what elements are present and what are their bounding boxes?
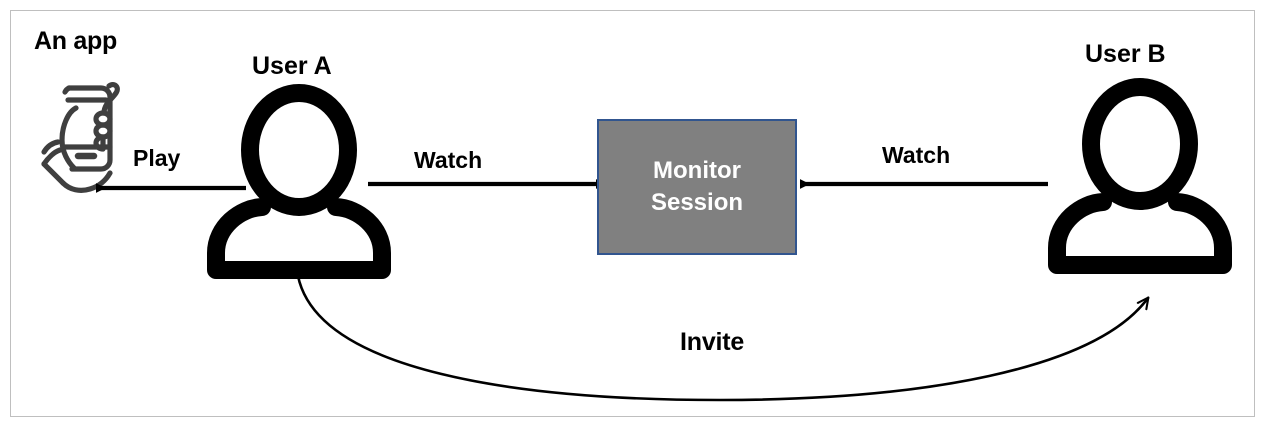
edge-label-watch-b: Watch [882, 142, 951, 168]
app-node-label: An app [34, 27, 117, 55]
user-a-label: User A [252, 52, 332, 80]
edge-label-watch-a: Watch [414, 147, 483, 173]
user-b-label: User B [1085, 40, 1166, 68]
edge-label-play: Play [133, 145, 181, 171]
arrow-invite [296, 274, 1148, 402]
person-icon-user-b [1048, 78, 1232, 274]
monitor-session-line-1: Monitor [653, 157, 741, 185]
monitor-session-node[interactable]: Monitor Session [597, 119, 797, 255]
edge-label-invite: Invite [680, 328, 745, 356]
monitor-session-line-2: Session [650, 189, 744, 216]
person-icon-user-a [207, 84, 391, 279]
hand-holding-phone-icon [41, 82, 120, 193]
